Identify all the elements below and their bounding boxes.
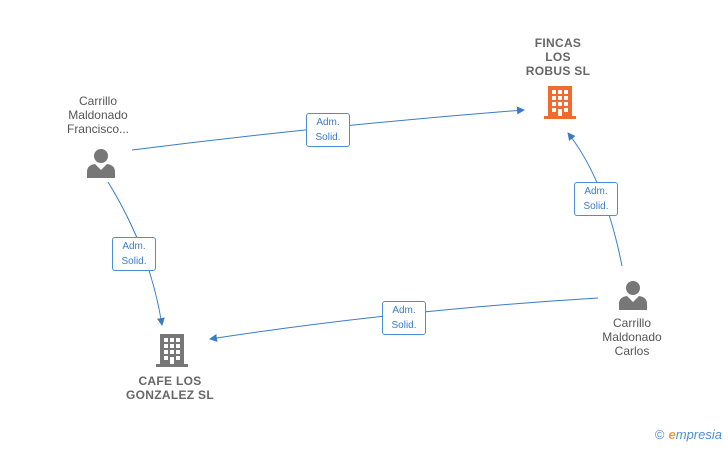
edge-label-francisco-cafe[interactable]: Adm. Solid. xyxy=(112,237,156,271)
building-icon[interactable] xyxy=(544,86,576,120)
person-icon[interactable] xyxy=(86,148,116,178)
person-label-francisco: Carrillo Maldonado Francisco... xyxy=(66,94,129,136)
company-label-cafe: CAFE LOS GONZALEZ SL xyxy=(126,374,214,402)
person-icon[interactable] xyxy=(618,280,648,310)
edge-label-francisco-fincas[interactable]: Adm. Solid. xyxy=(306,113,350,147)
building-icon[interactable] xyxy=(156,334,188,368)
brand-first-letter: e xyxy=(668,427,676,442)
brand-logo: ©empresia xyxy=(655,427,722,442)
company-label-fincas: FINCAS LOS ROBUS SL xyxy=(525,36,591,78)
edge-label-carlos-fincas[interactable]: Adm. Solid. xyxy=(574,182,618,216)
edge-label-carlos-cafe[interactable]: Adm. Solid. xyxy=(382,301,426,335)
person-label-carlos: Carrillo Maldonado Carlos xyxy=(602,316,662,358)
brand-name: mpresia xyxy=(675,427,722,442)
copyright-symbol: © xyxy=(654,427,665,442)
